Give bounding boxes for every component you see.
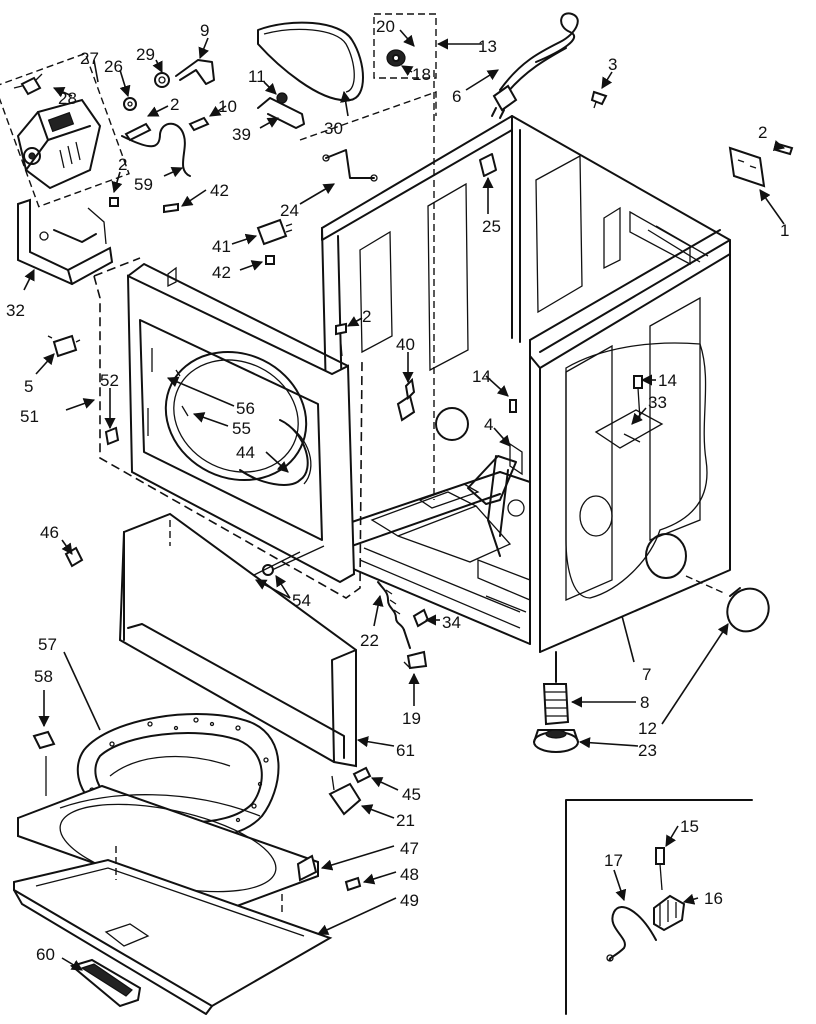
part-label-7: 7 [642,665,651,684]
tension-arm-part [124,92,305,142]
part-label-42-top: 42 [210,181,229,200]
part-label-23: 23 [638,741,657,760]
part-label-24: 24 [280,201,299,220]
door-hinge-part [328,775,362,816]
terminal-block-bracket-part [728,142,794,188]
screw-42-parts [109,197,179,214]
motor-assembly-outline [0,52,130,208]
part-label-48: 48 [400,865,419,884]
motor-switch-part [13,73,43,96]
part-label-2-right: 2 [758,123,767,142]
door-switch-part [256,218,293,265]
part-label-2-motor: 2 [170,95,179,114]
part-label-47: 47 [400,839,419,858]
motor-mount-part [17,198,114,286]
part-label-57: 57 [38,635,57,654]
part-label-41: 41 [212,237,231,256]
drum-light-bracket-part [653,847,686,932]
part-label-42-bottom: 42 [212,263,231,282]
door-catch-part [32,730,56,796]
part-label-10: 10 [218,97,237,116]
part-label-45: 45 [402,785,421,804]
part-label-55: 55 [232,419,251,438]
part-number-labels: 20 18 13 6 3 2 1 9 29 27 26 28 2 10 11 3… [6,17,789,964]
part-label-8: 8 [640,693,649,712]
part-label-3: 3 [608,55,617,74]
idler-pulley-outline [373,13,437,79]
part-label-1: 1 [780,221,789,240]
part-label-12: 12 [638,719,657,738]
part-label-44: 44 [236,443,255,462]
part-label-11: 11 [248,67,266,86]
part-label-9: 9 [200,21,209,40]
part-label-61: 61 [396,741,415,760]
part-label-56: 56 [236,399,255,418]
part-label-59: 59 [134,175,153,194]
foot-cup-part [533,729,579,753]
part-label-39: 39 [232,125,251,144]
part-label-51: 51 [20,407,39,426]
part-label-49: 49 [400,891,419,910]
drive-belt-part [257,21,364,102]
part-label-54: 54 [292,591,311,610]
leveling-foot-part [542,651,570,726]
part-label-52: 52 [100,371,119,390]
part-label-13: 13 [478,37,497,56]
part-label-58: 58 [34,667,53,686]
door-stop-part [64,546,84,568]
part-label-26: 26 [104,57,123,76]
part-label-46: 46 [40,523,59,542]
part-label-17: 17 [604,851,623,870]
part-label-2-mount: 2 [118,155,127,174]
motor-part [16,98,102,190]
part-label-14-right: 14 [658,371,677,390]
power-cord-part [491,12,579,119]
thermal-fuse-wire-part [325,149,375,179]
inset-detail-box [565,799,753,1015]
idler-bracket-part [175,59,215,85]
part-label-28: 28 [58,89,77,108]
part-label-2-panel: 2 [362,307,371,326]
part-label-20: 20 [376,17,395,36]
part-label-34: 34 [442,613,461,632]
part-label-60: 60 [36,945,55,964]
drum-light-wiring-part [606,906,657,962]
spring-part [377,581,411,649]
drum-roller-clip-part [403,650,428,670]
part-label-27: 27 [80,49,99,68]
part-label-32: 32 [6,301,25,320]
clip-parts [104,369,189,446]
connector-5-part [47,334,81,358]
part-label-14-left: 14 [472,367,491,386]
part-label-5: 5 [24,377,33,396]
part-label-15: 15 [680,817,699,836]
part-label-29: 29 [136,45,155,64]
part-label-25: 25 [482,217,501,236]
part-label-6: 6 [452,87,461,106]
part-label-33: 33 [648,393,667,412]
door-handle-part [69,958,142,1008]
front-panel-dashed-outline [93,275,363,599]
part-label-4: 4 [484,415,493,434]
exhaust-cap-part [685,575,770,633]
idler-pulley-part [386,49,406,67]
bushing-parts [123,72,170,111]
part-label-22: 22 [360,631,379,650]
part-label-19: 19 [402,709,421,728]
screw-3-part [590,90,608,109]
part-label-18: 18 [412,65,431,84]
outer-door-part [13,858,333,1015]
motor-wiring-harness-part [121,122,191,177]
latch-bracket-part [396,377,416,422]
front-panel-part [126,263,356,584]
part-label-30: 30 [324,119,343,138]
part-label-16: 16 [704,889,723,908]
toe-panel-part [118,512,357,768]
part-label-40: 40 [396,335,415,354]
part-label-21: 21 [396,811,415,830]
leader-lines [23,29,786,971]
